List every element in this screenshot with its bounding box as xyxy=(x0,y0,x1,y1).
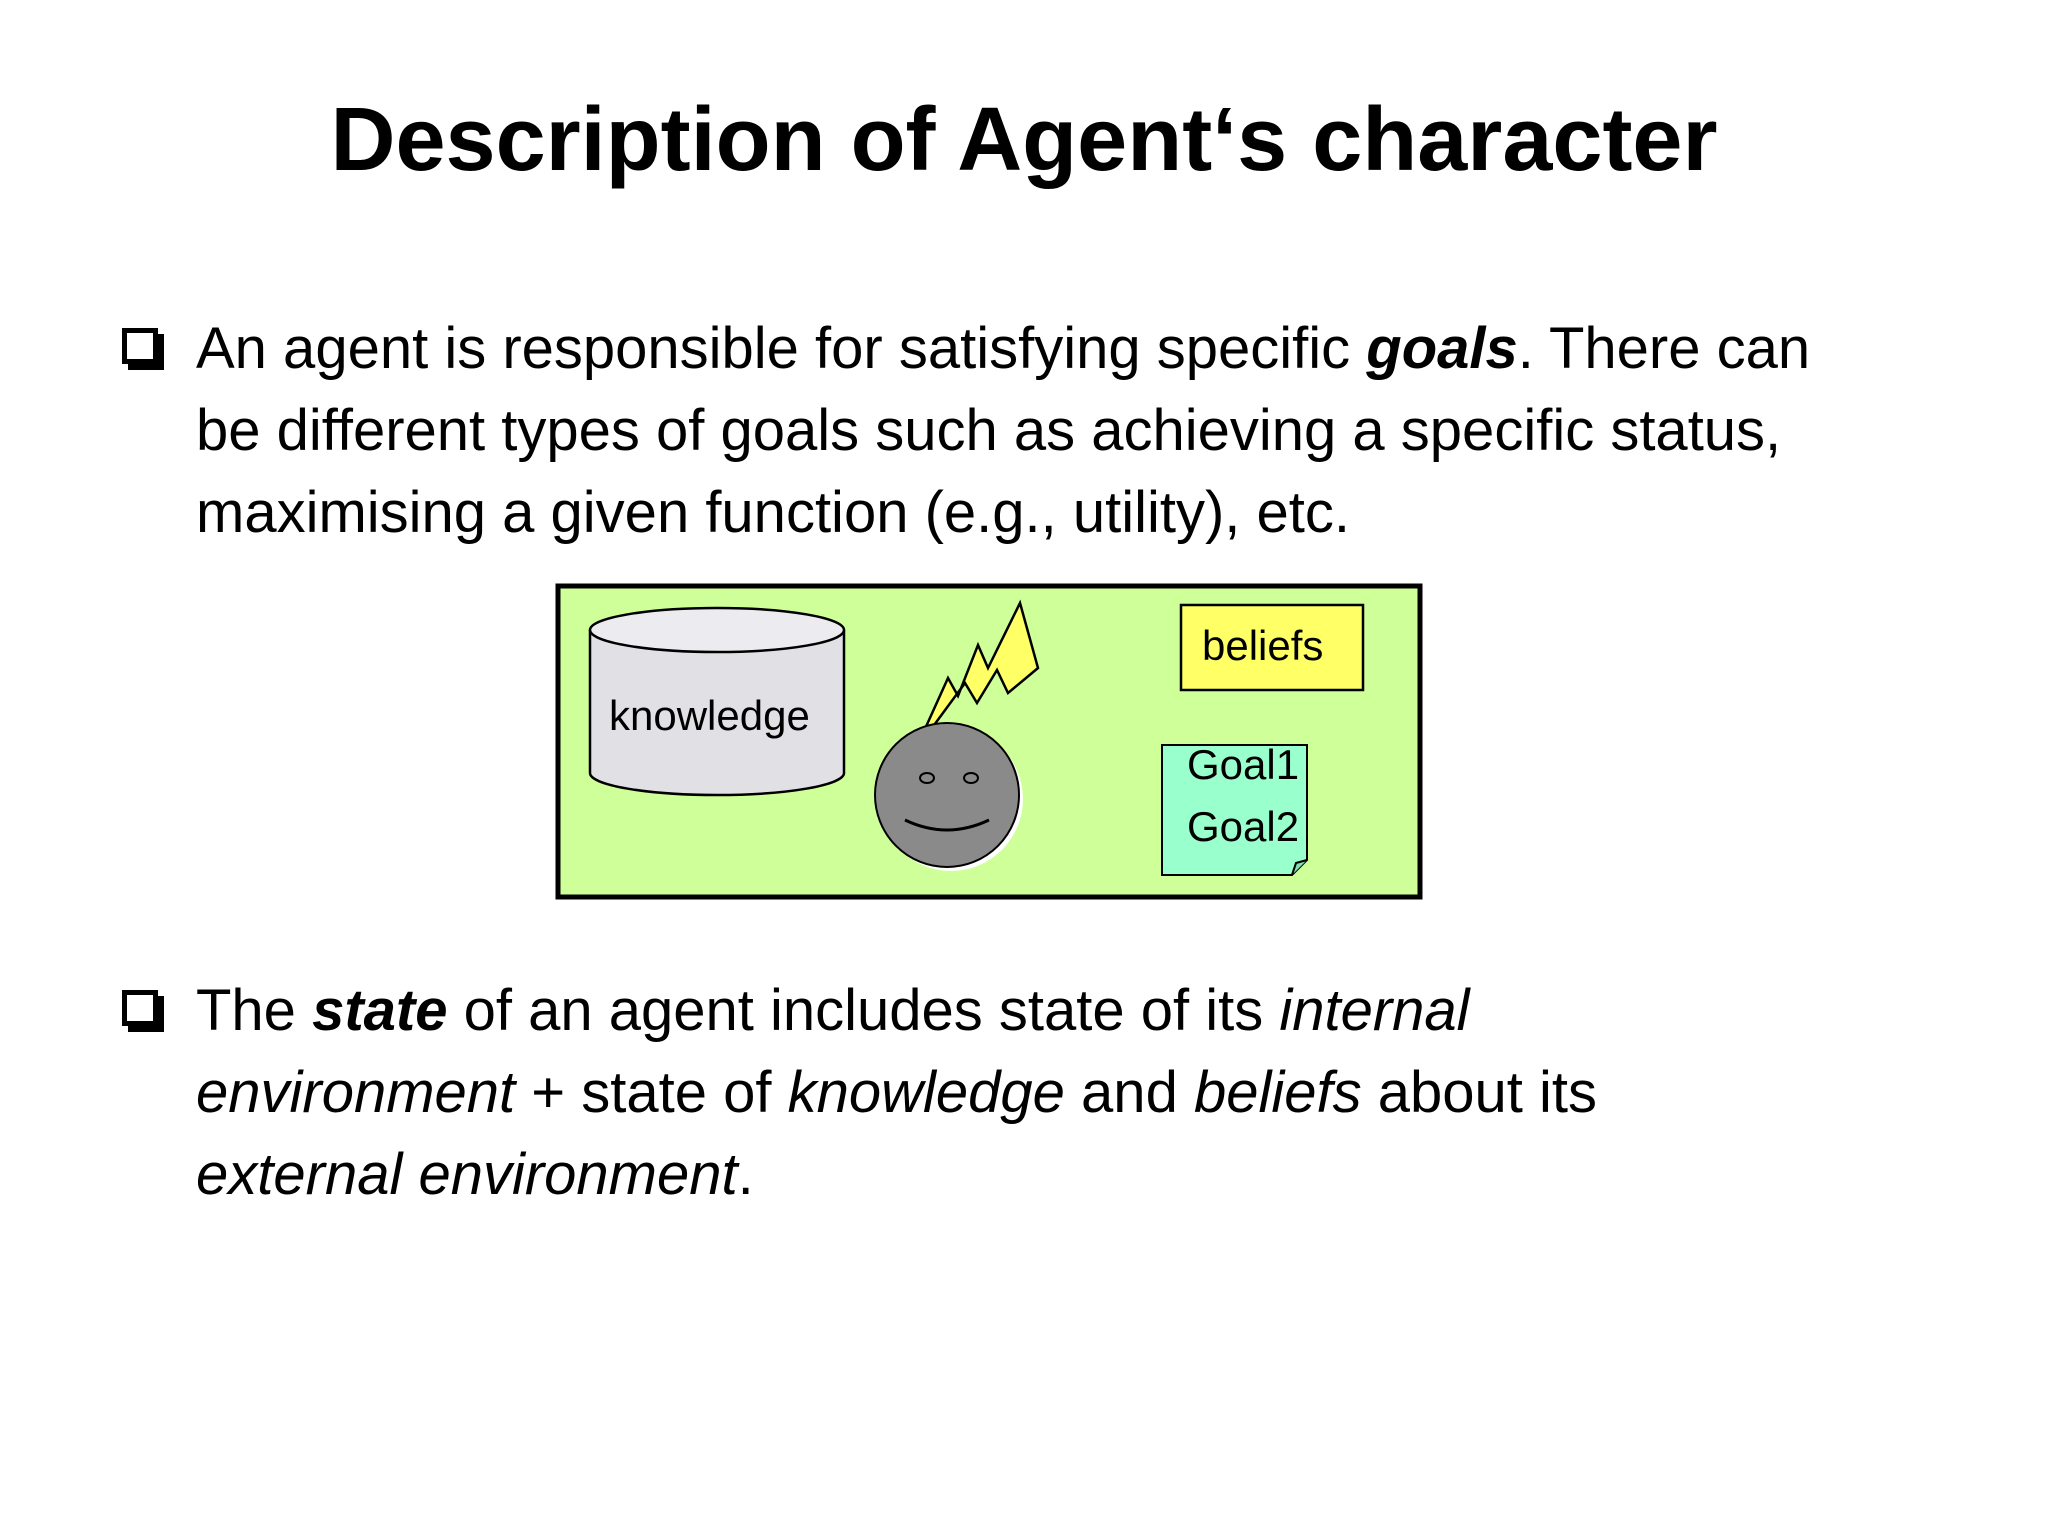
bullet-goals-line-3: maximising a given function (e.g., utili… xyxy=(196,480,1351,545)
bullet-goals-line-2: be different types of goals such as achi… xyxy=(196,398,1782,463)
agent-diagram-graphic xyxy=(555,583,1423,900)
bullet-state: The state of an agent includes state of … xyxy=(118,970,1948,1216)
beliefs-label: beliefs xyxy=(1202,622,1324,669)
bullet-state-text: The state of an agent includes state of … xyxy=(196,970,1948,1216)
knowledge-database-icon xyxy=(588,606,846,797)
emphasis-state: state xyxy=(312,978,448,1043)
text-segment: of an agent includes state of its xyxy=(447,978,1280,1043)
text-segment: about its xyxy=(1361,1060,1597,1125)
text-segment: . xyxy=(737,1142,754,1207)
text-segment: The xyxy=(196,978,313,1043)
beliefs-note xyxy=(1179,603,1365,692)
knowledge-label: knowledge xyxy=(609,692,810,739)
text-segment: . There can xyxy=(1517,316,1811,381)
goals-note xyxy=(1161,744,1308,876)
lightning-icon xyxy=(913,599,1040,752)
emphasis-knowledge: knowledge xyxy=(787,1060,1065,1125)
slide-title: Description of Agent‘s character xyxy=(330,90,1718,190)
bullet-state-line-3: external environment. xyxy=(196,1134,1948,1216)
emphasis-environment: environment xyxy=(196,1060,516,1125)
agent-diagram: knowledge beliefs Goal1 Goal2 xyxy=(555,583,1423,900)
text-segment: + state of xyxy=(515,1060,788,1125)
bullet-state-line-1: The state of an agent includes state of … xyxy=(196,970,1948,1052)
checkbox-bullet-icon xyxy=(122,328,158,364)
emphasis-beliefs: beliefs xyxy=(1193,1060,1362,1125)
text-segment: and xyxy=(1064,1060,1194,1125)
emphasis-external-environment: external environment xyxy=(196,1142,738,1207)
emphasis-goals: goals xyxy=(1366,316,1518,381)
emphasis-internal: internal xyxy=(1279,978,1470,1043)
goal-label-2: Goal2 xyxy=(1187,803,1300,850)
bullet-goals-text: An agent is responsible for satisfying s… xyxy=(196,308,1948,554)
bullet-goals-line-1: An agent is responsible for satisfying s… xyxy=(196,308,1948,390)
goal-label-1: Goal1 xyxy=(1187,741,1300,788)
checkbox-bullet-icon xyxy=(122,990,158,1026)
bullet-state-line-2: environment + state of knowledge and bel… xyxy=(196,1052,1948,1134)
text-segment: An agent is responsible for satisfying s… xyxy=(196,316,1367,381)
bullet-goals: An agent is responsible for satisfying s… xyxy=(118,308,1948,554)
agent-face-icon xyxy=(874,722,1023,871)
